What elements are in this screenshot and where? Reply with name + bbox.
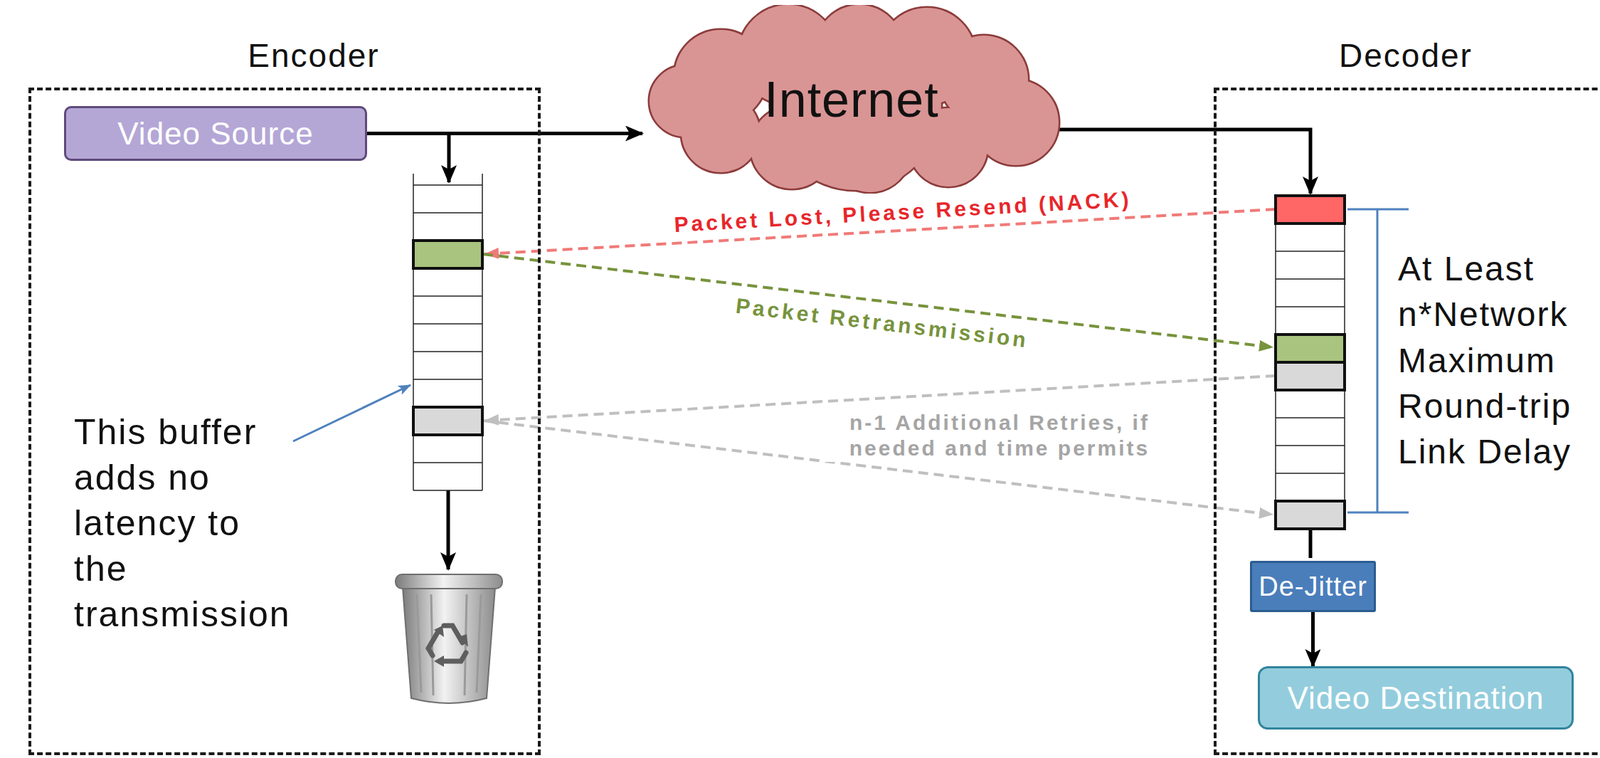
buffer-slot-outline [1275,334,1345,363]
group-heading: Encoder [247,36,380,75]
buffer-divider [1275,416,1345,419]
buffer-divider [1275,250,1345,252]
node-label: De-Jitter [1258,571,1368,602]
flow-arrow [367,131,643,136]
buffer-slot [413,240,483,269]
buffer-divider [413,489,483,491]
annotation: This buffer adds no latency to the trans… [73,409,299,637]
internet-cloud: Internet [642,4,1061,194]
buffer-slot-outline [1275,500,1345,529]
buffer-divider [1275,305,1345,308]
buffer-output-line [1309,528,1313,558]
buffer-slot [1275,195,1345,224]
buffer-slot [413,406,483,435]
trash-can [395,574,503,703]
buffer-divider [1275,472,1345,474]
buffer-slot-outline [1275,195,1345,224]
flow-arrow [1057,129,1311,194]
node-label: Video Source [117,115,314,152]
buffer-divider [413,322,483,325]
buffer-slot-outline [1275,362,1345,390]
arrow-label: n-1 Additional Retries, if needed and ti… [819,409,1180,462]
buffer-slot [1275,334,1345,363]
buffer-wall [481,173,484,491]
flow-arrow [1311,611,1315,666]
arrow-label: Packet Retransmission [732,291,1033,354]
decoder-buffer [1275,195,1345,529]
annotation: At Least n*Network Maximum Round-trip Li… [1397,246,1598,476]
buffer-slot-outline [413,240,483,269]
buffer-slot [1275,362,1345,390]
destination-box: Video Destination [1257,665,1574,730]
buffer-slot-outline [413,406,483,435]
group-heading: Decoder [1338,36,1473,75]
buffer-divider [413,350,483,353]
node-label: Video Destination [1286,680,1544,716]
buffer-divider [413,212,483,214]
buffer-divider [1275,278,1345,280]
buffer-slot [1275,500,1345,529]
buffer-divider [413,295,483,297]
buffer-divider [1275,444,1345,447]
branch-arrow [447,133,452,183]
buffer-wall [412,173,415,491]
leader-line [293,384,411,442]
buffer-divider [413,378,483,380]
source-box: Video Source [64,106,368,161]
buffer-divider [413,461,483,464]
process-box: De-Jitter [1249,560,1376,612]
arrow-label: Packet Lost, Please Resend (NACK) [671,185,1135,239]
encoder-buffer [413,173,483,491]
buffer-divider [413,184,483,186]
discard-arrow [446,490,451,570]
node-label: Internet [764,71,939,129]
